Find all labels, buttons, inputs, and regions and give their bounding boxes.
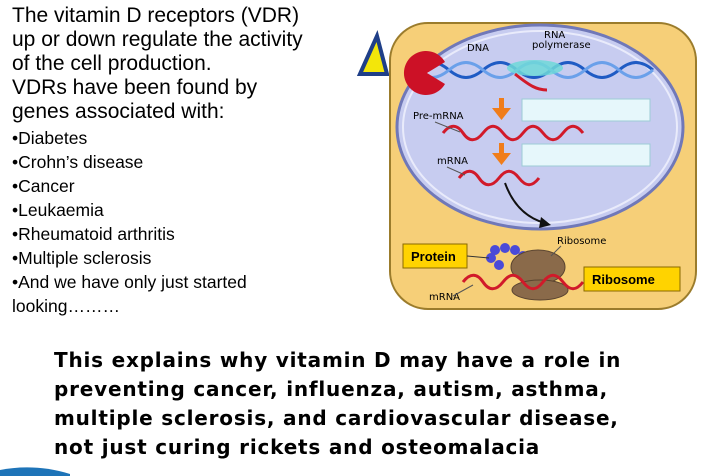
down-arrow-icon: [492, 153, 511, 165]
protein-label: Protein: [411, 249, 456, 264]
amino-acid: [510, 245, 520, 255]
pointer-line: [446, 166, 466, 176]
down-arrow-icon: [492, 108, 511, 120]
dna-strand: [414, 61, 654, 79]
ribosome-box-label: Ribosome: [592, 272, 655, 287]
slide-accent: [0, 467, 70, 476]
mrna-bottom-label: mRNA: [429, 292, 460, 303]
list-item: looking………: [12, 296, 120, 316]
amino-acid: [490, 245, 500, 255]
dna-label: DNA: [467, 43, 489, 54]
ribosome-small-subunit: [511, 279, 569, 301]
mrna-strand: [461, 273, 585, 291]
intro-line: The vitamin D receptors (VDR): [12, 4, 300, 27]
pointer-line: [550, 245, 562, 257]
list-item: •Multiple sclerosis: [12, 248, 152, 268]
list-item: •Leukaemia: [12, 200, 104, 220]
amino-acid: [486, 253, 496, 263]
polymerase-label: polymerase: [532, 40, 591, 51]
amino-acid: [494, 260, 504, 270]
list-item: •Cancer: [12, 176, 75, 196]
rna-polymerase: [507, 60, 563, 76]
arrow-shaft: [499, 143, 504, 155]
pointer-line: [434, 121, 461, 133]
amino-acid: [500, 243, 510, 253]
cell-diagram: RNA polymerase DNA Pre-mRNA mRNA Protein…: [356, 22, 697, 310]
pre-mrna-label: Pre-mRNA: [413, 111, 464, 122]
rna-strand: [514, 72, 548, 92]
intro-line: VDRs have been found by: [12, 76, 258, 99]
list-item: •Crohn’s disease: [12, 152, 144, 172]
ribosome-small-label: Ribosome: [557, 236, 606, 247]
conclusion-line: not just curing rickets and osteomalacia: [54, 435, 541, 459]
empty-label-box: [521, 143, 651, 167]
intro-line: genes associated with:: [12, 100, 225, 123]
intro-line: up or down regulate the activity: [12, 28, 303, 51]
empty-label-box: [521, 98, 651, 122]
list-item: •Rheumatoid arthritis: [12, 224, 175, 244]
protein-label-box: [402, 243, 468, 269]
list-item: •And we have only just started: [12, 272, 247, 292]
left-text-block: The vitamin D receptors (VDR) up or down…: [12, 4, 362, 318]
pre-mrna-strand: [441, 124, 585, 142]
conclusion-text: This explains why vitamin D may have a r…: [54, 346, 704, 462]
intro-line: of the cell production.: [12, 52, 212, 75]
conclusion-line: multiple sclerosis, and cardiovascular d…: [54, 406, 619, 430]
accent-shape: [0, 467, 70, 476]
pointer-line: [466, 255, 490, 259]
triangle-icon: [356, 30, 390, 76]
conditions-list: •Diabetes •Crohn’s disease •Cancer •Leuk…: [12, 126, 362, 318]
pointer-line: [452, 284, 474, 297]
arrow-shaft: [499, 98, 504, 110]
rna-label: RNA: [544, 30, 565, 41]
conclusion-line: This explains why vitamin D may have a r…: [54, 348, 622, 372]
receptor-icon: [403, 51, 445, 95]
mrna-label: mRNA: [437, 156, 468, 167]
conclusion-line: preventing cancer, influenza, autism, as…: [54, 377, 608, 401]
list-item: •Diabetes: [12, 128, 88, 148]
mrna-strand: [457, 169, 541, 187]
arrowhead-icon: [539, 217, 551, 228]
nucleus: [395, 23, 685, 231]
ribosome-label-box: [583, 266, 681, 292]
